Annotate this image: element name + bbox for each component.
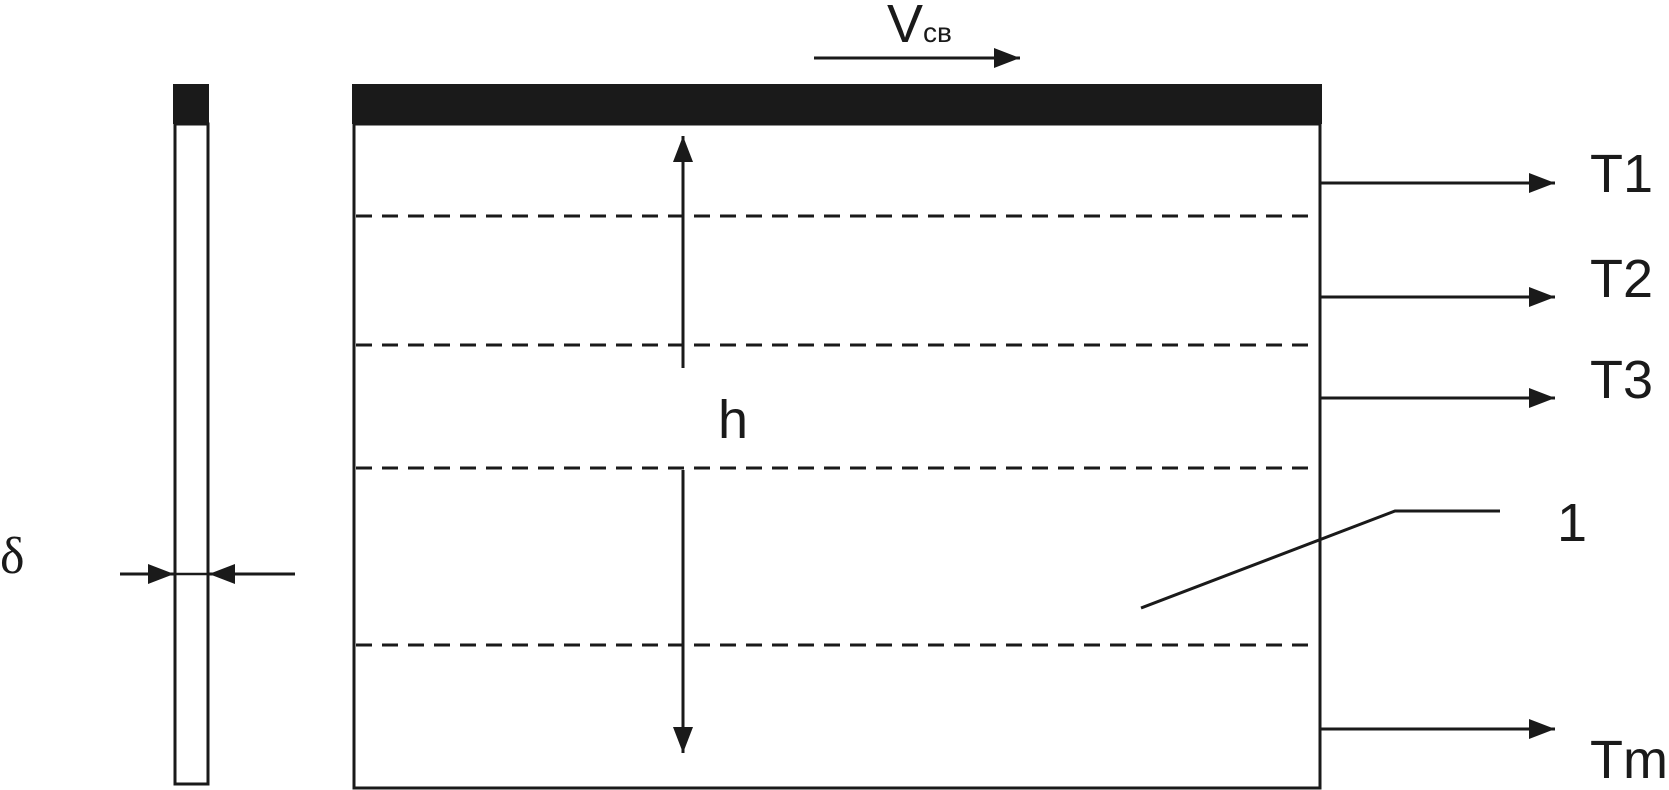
callout: 1 (1140, 493, 1587, 610)
plate-body (352, 122, 1322, 790)
main-plate (352, 84, 1322, 790)
side-view-strip (173, 84, 210, 786)
output-label-t2: T2 (1590, 249, 1653, 309)
side-strip-top-cap (173, 84, 209, 124)
velocity-indicator: Vсв (814, 0, 1020, 68)
height-label: h (718, 390, 748, 450)
output-arrows: T1 T2 T3 Tm (1321, 144, 1668, 790)
velocity-subscript: св (923, 17, 952, 48)
thickness-dimension: δ (0, 528, 295, 585)
side-strip-body (173, 122, 210, 786)
callout-label: 1 (1557, 493, 1587, 553)
plate-top-bar (352, 84, 1322, 124)
output-label-tm: Tm (1590, 730, 1668, 790)
velocity-symbol: V (887, 0, 923, 54)
thickness-label: δ (0, 528, 25, 585)
velocity-label: Vсв (887, 0, 952, 54)
output-label-t3: T3 (1590, 350, 1653, 410)
output-label-t1: T1 (1590, 144, 1653, 204)
height-dimension: h (673, 136, 748, 753)
callout-leader-line (1140, 509, 1500, 610)
